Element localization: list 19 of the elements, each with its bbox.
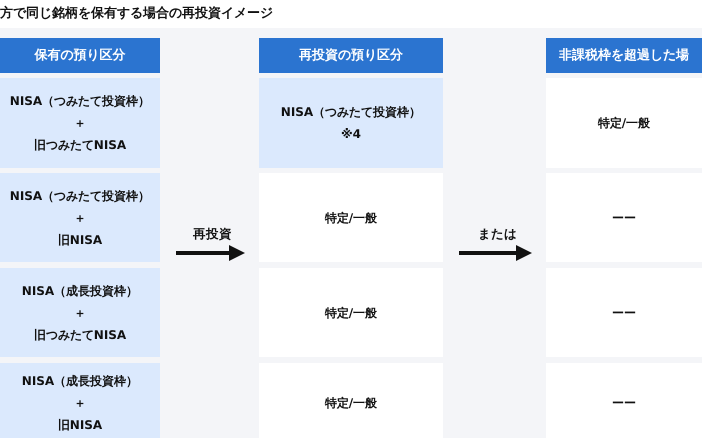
table-cell: NISA（成長投資枠） ＋ 旧つみたてNISA bbox=[0, 268, 160, 357]
table-cell: 特定/一般 bbox=[259, 173, 443, 262]
table-cell: NISA（つみたて投資枠） ＋ 旧つみたてNISA bbox=[0, 78, 160, 168]
table-cell: 特定/一般 bbox=[546, 78, 702, 168]
table-cell: NISA（つみたて投資枠） ＋ 旧NISA bbox=[0, 173, 160, 262]
table-cell: ーー bbox=[546, 173, 702, 262]
title: 方で同じ銘柄を保有する場合の再投資イメージ bbox=[0, 4, 273, 22]
table-cell: NISA（つみたて投資枠） ※4 bbox=[259, 78, 443, 168]
table-cell: ーー bbox=[546, 268, 702, 357]
table-cell: ーー bbox=[546, 363, 702, 438]
table-cell: 特定/一般 bbox=[259, 268, 443, 357]
arrow bbox=[176, 245, 245, 261]
column-header: 非課税枠を超過した場 bbox=[546, 38, 702, 73]
column-header: 再投資の預り区分 bbox=[259, 38, 443, 73]
column-header: 保有の預り区分 bbox=[0, 38, 160, 73]
arrow bbox=[459, 245, 532, 261]
edge-label: 再投資 bbox=[191, 226, 234, 243]
table-cell: 特定/一般 bbox=[259, 363, 443, 438]
table-cell: NISA（成長投資枠） ＋ 旧NISA bbox=[0, 363, 160, 438]
